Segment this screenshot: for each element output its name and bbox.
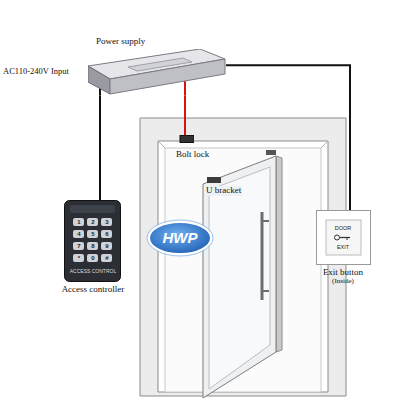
key-symbol: [334, 235, 339, 240]
key-symbol: [346, 238, 347, 241]
device-marking: 1: [77, 219, 80, 226]
frame-depth-line: [321, 141, 328, 148]
power-supply: Power supply: [88, 36, 226, 95]
psu-side-face: [88, 66, 110, 94]
glass-door-leaf: [203, 156, 276, 398]
keypad-key: [73, 242, 84, 250]
wire: [99, 95, 101, 200]
keypad-key: [73, 218, 84, 226]
device-marking: DOOR: [335, 225, 352, 231]
keypad-key: [101, 242, 112, 250]
wire: [226, 65, 350, 210]
device-marking: *: [78, 255, 80, 262]
device-marking: 6: [105, 231, 108, 238]
frame-depth-line: [158, 141, 165, 148]
part-name: Exit button: [323, 267, 363, 277]
keypad-key: [87, 242, 98, 250]
power-supply-symbol: [88, 49, 226, 95]
bolt-lock-body: [180, 136, 194, 143]
device-marking: 7: [77, 243, 80, 250]
bolt-lock: Bolt lock: [176, 135, 209, 159]
keypad-key: [73, 230, 84, 238]
button-face: [326, 220, 361, 255]
logo-ring: [147, 220, 213, 256]
device-marking: 4: [77, 231, 80, 238]
door-leaf-edge: [276, 156, 282, 352]
part-name: Bolt lock: [176, 149, 209, 159]
wire-stub: [99, 88, 101, 96]
logo-text: HWP: [163, 230, 198, 247]
access-controller-shape: 1 2 3 4 5 6 7 8 9 * 0 # ACCESS CONTROL: [64, 200, 121, 282]
psu-front-face: [110, 59, 225, 94]
keypad-key: [87, 254, 98, 262]
device-marking: #: [105, 255, 108, 262]
button-plate: [316, 211, 370, 265]
wire: [184, 95, 186, 135]
keypad-body: [65, 201, 121, 282]
bolt-lock-symbol: [176, 135, 194, 143]
keypad-key: [101, 254, 112, 262]
exit-button-symbol: [316, 210, 371, 265]
device-marking: 3: [105, 219, 108, 226]
handle-mount: [262, 290, 269, 292]
door-frame: [140, 118, 346, 396]
power-supply-shape: [88, 49, 226, 95]
keypad-key: [101, 218, 112, 226]
bolt-lock-shape: [176, 135, 194, 143]
device-marking: 8: [91, 243, 94, 250]
part-name: Power supply: [88, 36, 145, 46]
keypad-key: [73, 254, 84, 262]
device-marking: EXIT: [337, 244, 349, 250]
part-name: Access controller: [62, 284, 125, 294]
wire-stub: [184, 81, 186, 95]
keypad-key: [87, 230, 98, 238]
device-marking: 0: [91, 255, 94, 262]
device-marking: 5: [91, 231, 94, 238]
keypad-display: [70, 205, 115, 213]
psu-nameplate: [128, 58, 192, 71]
door-pivot: [266, 150, 276, 155]
part-label: AC110-240V Input: [3, 67, 69, 76]
device-marking: 9: [105, 243, 108, 250]
keypad-key: [101, 230, 112, 238]
part-note: (Inside): [332, 277, 354, 285]
doorway: [165, 148, 321, 392]
psu-top-face: [88, 49, 225, 79]
glass-panel: [209, 167, 270, 389]
handle-mount: [262, 220, 269, 222]
device-marking: ACCESS CONTROL: [70, 269, 116, 275]
door-handle: [261, 212, 264, 300]
access-controller-symbol: [64, 200, 121, 282]
part-label: U bracket: [205, 186, 242, 196]
exit-button-shape: DOOR EXIT: [316, 210, 371, 265]
device-marking: 2: [91, 219, 94, 226]
key-symbol: [339, 237, 350, 238]
access-controller: 1 2 3 4 5 6 7 8 9 * 0 # ACCESS CONTROL Access control…: [62, 200, 125, 294]
exit-button: DOOR EXIT Exit button(Inside): [316, 210, 371, 285]
logo-badge: [149, 222, 211, 254]
keypad-key: [87, 218, 98, 226]
u-bracket: [207, 177, 221, 183]
